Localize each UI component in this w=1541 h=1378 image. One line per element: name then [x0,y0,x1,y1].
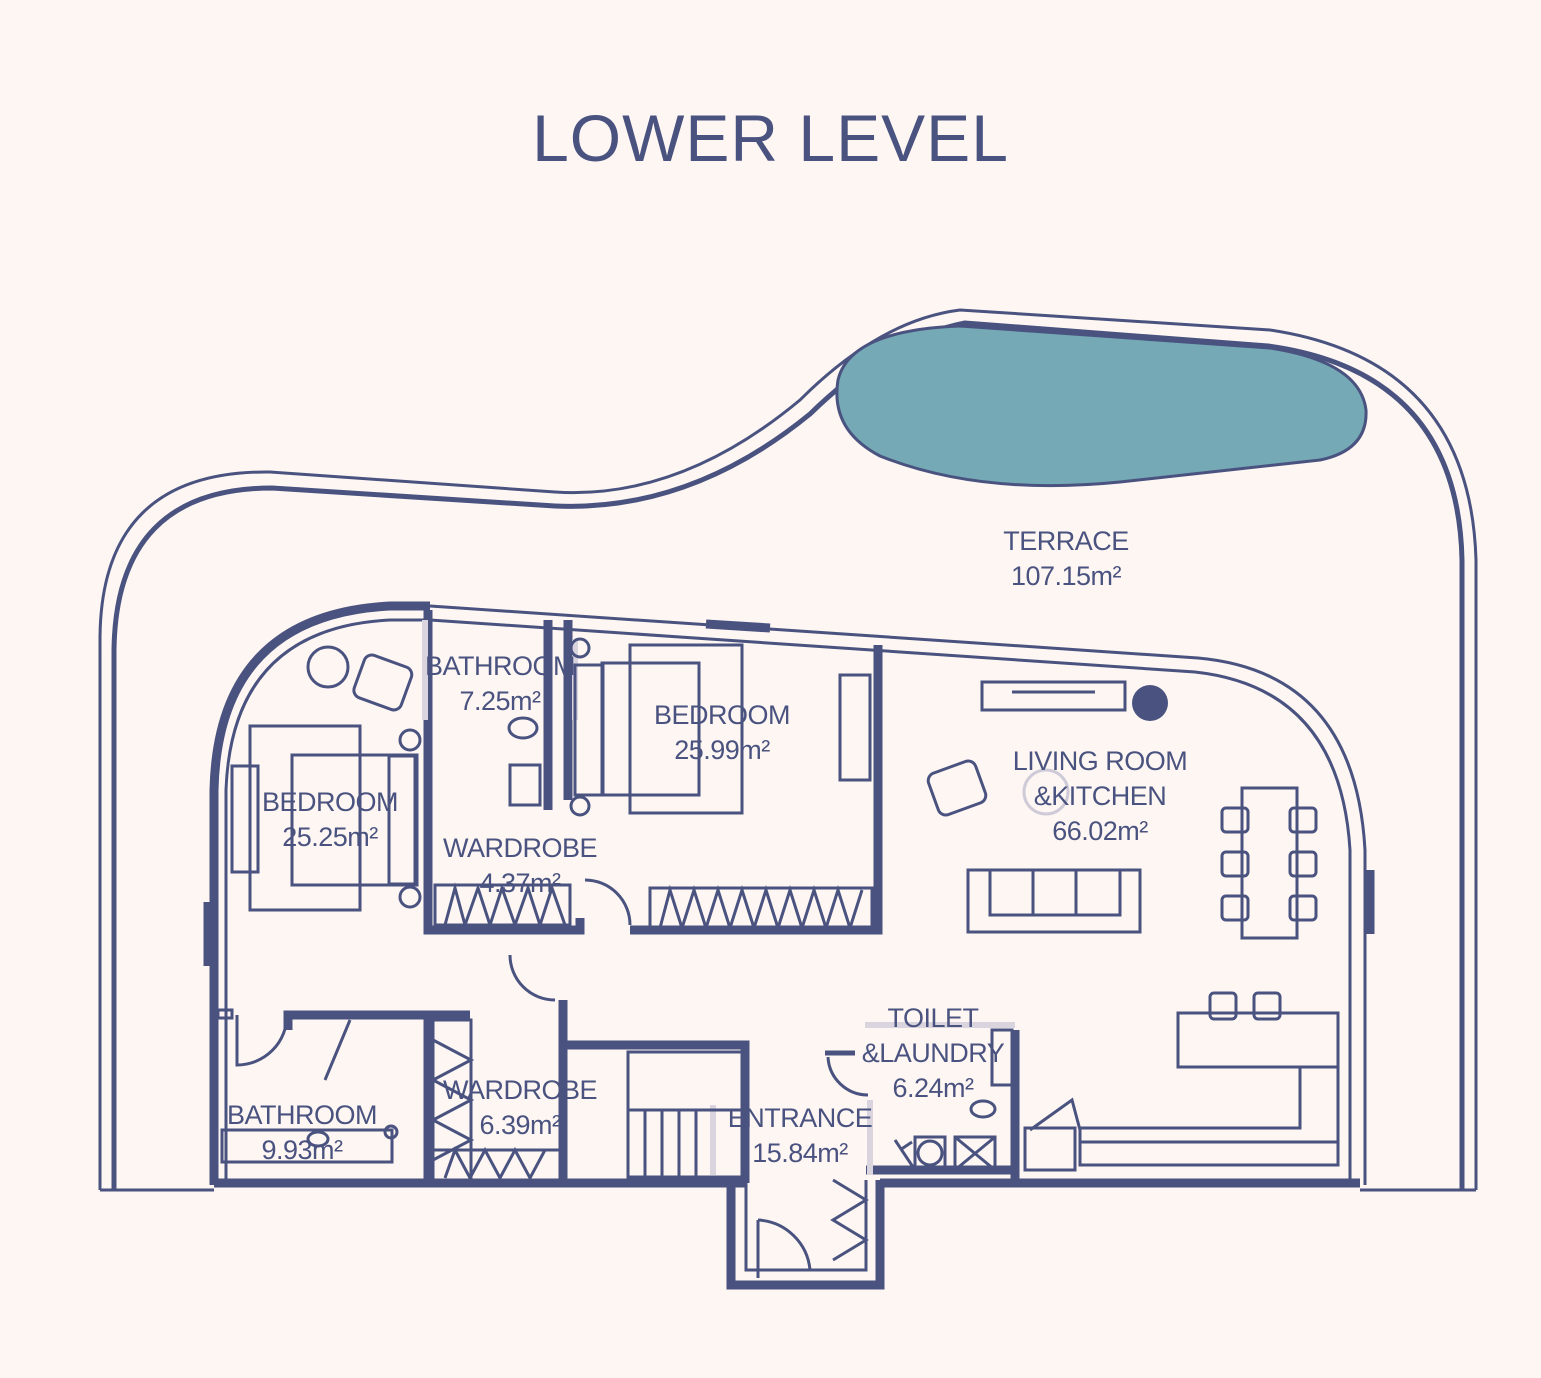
pool [835,324,1368,488]
left-bedroom-name: BEDROOM [262,787,398,817]
bottom-bathroom-name: BATHROOM [227,1100,377,1130]
living-room-name: LIVING ROOM [1013,746,1188,776]
doors [235,878,1082,1278]
top-bedroom-furniture [507,637,872,817]
terrace-name: TERRACE [1003,526,1129,556]
top-bathroom-name: BATHROOM [425,651,575,681]
toilet-laundry-furniture [216,1008,1014,1172]
wardrobe-hatching [429,882,874,1262]
toilet-laundry-area: 6.24m² [892,1073,974,1103]
plan-title: LOWER LEVEL [532,101,1009,175]
living-room-name2: &KITCHEN [1034,781,1167,811]
room-labels: TERRACE 107.15m² BATHROOM 7.25m² BEDROOM… [227,526,1188,1168]
living-room-area: 66.02m² [1052,816,1148,846]
exterior-walls [209,601,1367,1290]
terrace-area: 107.15m² [1011,561,1122,591]
top-wardrobe-name: WARDROBE [443,833,597,863]
top-bedroom-name: BEDROOM [654,700,790,730]
entrance-area: 15.84m² [752,1138,848,1168]
toilet-laundry-name: TOILET [887,1003,978,1033]
top-bedroom-area: 25.99m² [674,735,770,765]
top-wardrobe-area: 4.37m² [479,868,561,898]
entrance-name: ENTRANCE [728,1103,873,1133]
stairs [626,1050,745,1179]
toilet-laundry-name2: &LAUNDRY [862,1038,1005,1068]
bottom-wardrobe-area: 6.39m² [479,1110,561,1140]
top-bathroom-area: 7.25m² [459,686,541,716]
terrace-boundary [98,308,1478,1192]
bottom-wardrobe-name: WARDROBE [443,1075,597,1105]
left-bedroom-furniture [230,645,422,912]
living-kitchen-furniture [926,680,1340,1172]
bottom-bathroom-area: 9.93m² [261,1135,343,1165]
left-bedroom-area: 25.25m² [282,822,378,852]
